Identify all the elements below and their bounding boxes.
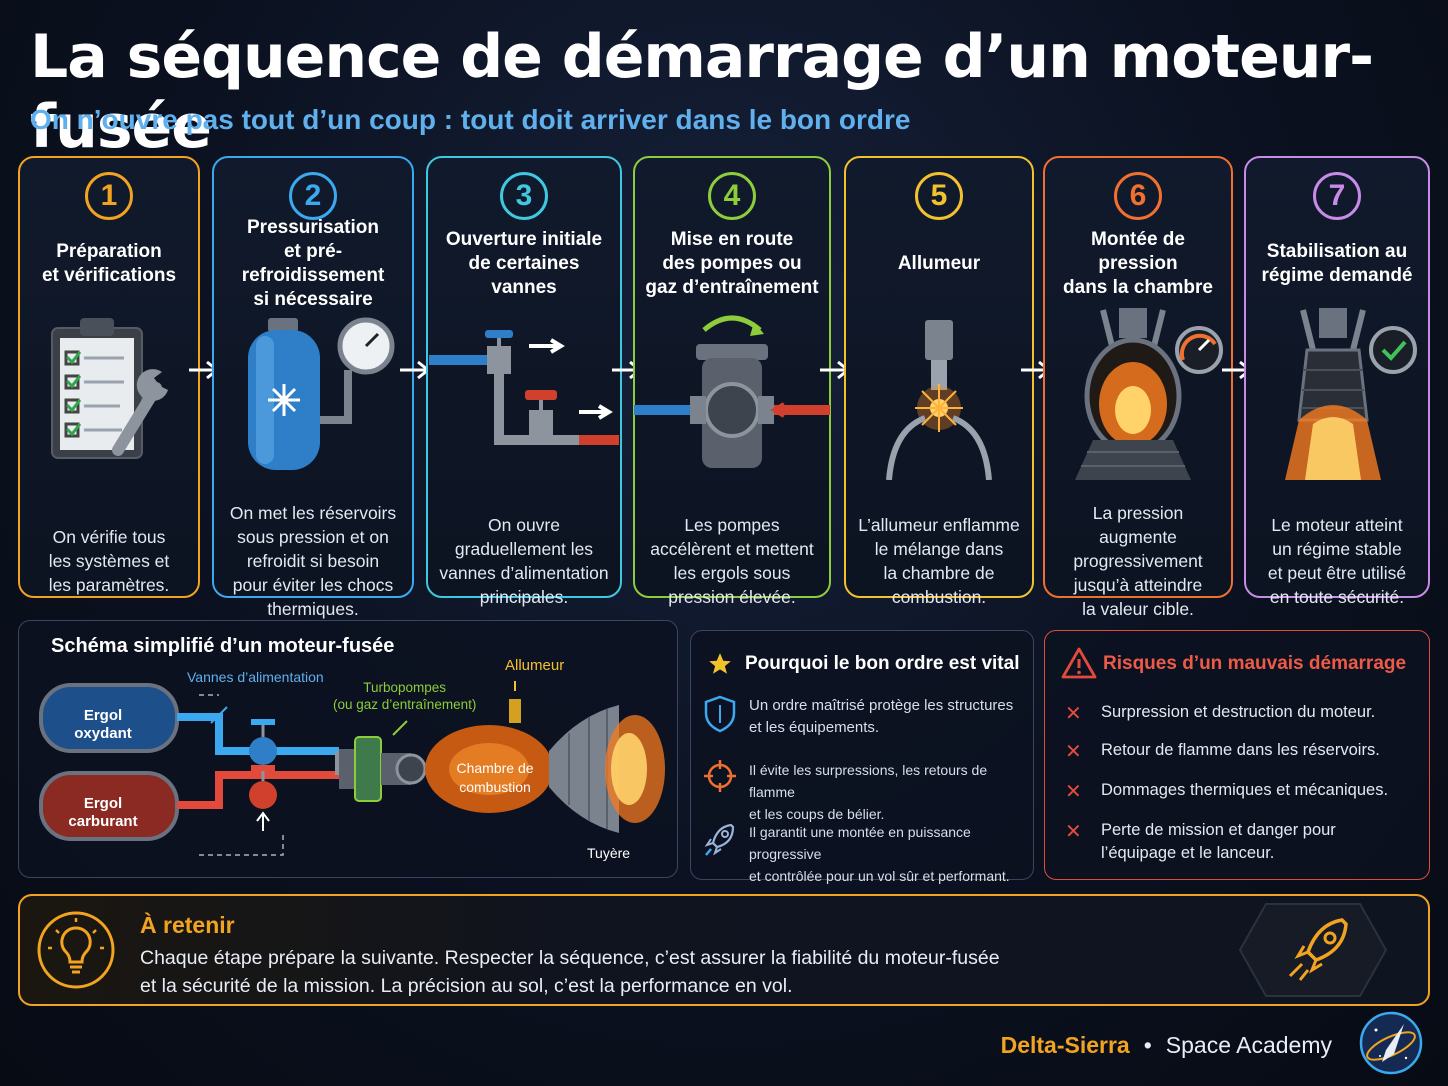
engine-schema-diagram: [39, 681, 665, 856]
close-icon: ✕: [1065, 781, 1082, 803]
academy-logo-icon: [1359, 1011, 1423, 1075]
rocket-icon: [704, 823, 735, 856]
step-number-2: 2: [289, 172, 337, 220]
footer-separator: •: [1143, 1032, 1152, 1058]
footer: Delta-Sierra • Space Academy: [1001, 1032, 1332, 1059]
shield-icon: [704, 695, 736, 733]
schema-title: Schéma simplifié d’un moteur-fusée: [51, 635, 395, 657]
igniter-label: Allumeur: [505, 657, 565, 674]
why-panel: Pourquoi le bon ordre est vital Un ordre…: [690, 630, 1034, 884]
page-subtitle: On n’ouvre pas tout d’un coup : tout doi…: [30, 104, 911, 135]
crosshair-icon: [704, 760, 736, 792]
risk-item: ✕ Dommages thermiques et mécaniques.: [1065, 781, 1389, 803]
step-number-3: 3: [500, 172, 548, 220]
step-number-6: 6: [1114, 172, 1162, 220]
close-icon: ✕: [1065, 741, 1082, 763]
close-icon: ✕: [1065, 821, 1082, 843]
page-title: La séquence de démarrage d’un moteur-fus…: [30, 22, 1374, 162]
tank-gauge-icon: [214, 300, 412, 500]
star-icon: [709, 653, 731, 674]
risk-item: ✕ Surpression et destruction du moteur.: [1065, 703, 1376, 725]
rocket-badge-icon: [1238, 903, 1388, 997]
engine-gauge-icon: [1045, 300, 1231, 500]
step-title-5: Allumeur: [897, 253, 981, 274]
takeaway-text: Chaque étape prépare la suivante. Respec…: [140, 947, 1000, 997]
igniter-spark-icon: [846, 300, 1032, 500]
risk-item: ✕ Retour de flamme dans les réservoirs.: [1065, 741, 1380, 763]
risks-title: Risques d’un mauvais démarrage: [1103, 653, 1407, 674]
valves-icon: [428, 300, 620, 500]
footer-brand: Delta-Sierra: [1000, 1032, 1130, 1058]
key-takeaway-panel: À retenir Chaque étape prépare la suivan…: [18, 894, 1430, 1006]
footer-academy: Space Academy: [1165, 1032, 1332, 1058]
step-number-5: 5: [915, 172, 963, 220]
step-number-7: 7: [1313, 172, 1361, 220]
why-item: Il garantit une montée en puissance prog…: [703, 821, 1033, 887]
schema-panel: Schéma simplifié d’un moteur-fusée Er: [18, 620, 678, 878]
warning-icon: [1061, 647, 1097, 679]
pump-icon: [634, 300, 830, 500]
nozzle-label: Tuyère: [587, 845, 631, 861]
turbopumps-label: Turbopompes(ou gaz d’entraînement): [333, 680, 477, 712]
clipboard-wrench-icon: [20, 300, 198, 500]
lightbulb-icon: [37, 911, 115, 989]
why-item: Il évite les surpressions, les retours d…: [703, 759, 1033, 825]
why-item: Un ordre maîtrisé protège les structures…: [703, 695, 1013, 739]
why-title: Pourquoi le bon ordre est vital: [745, 653, 1020, 674]
risks-panel: Risques d’un mauvais démarrage ✕ Surpres…: [1044, 630, 1430, 880]
takeaway-title: À retenir: [140, 912, 235, 938]
valves-label: Vannes d’alimentation: [187, 669, 324, 685]
engine-check-icon: [1246, 300, 1428, 500]
step-number-4: 4: [708, 172, 756, 220]
close-icon: ✕: [1065, 703, 1082, 725]
step-number-1: 1: [85, 172, 133, 220]
